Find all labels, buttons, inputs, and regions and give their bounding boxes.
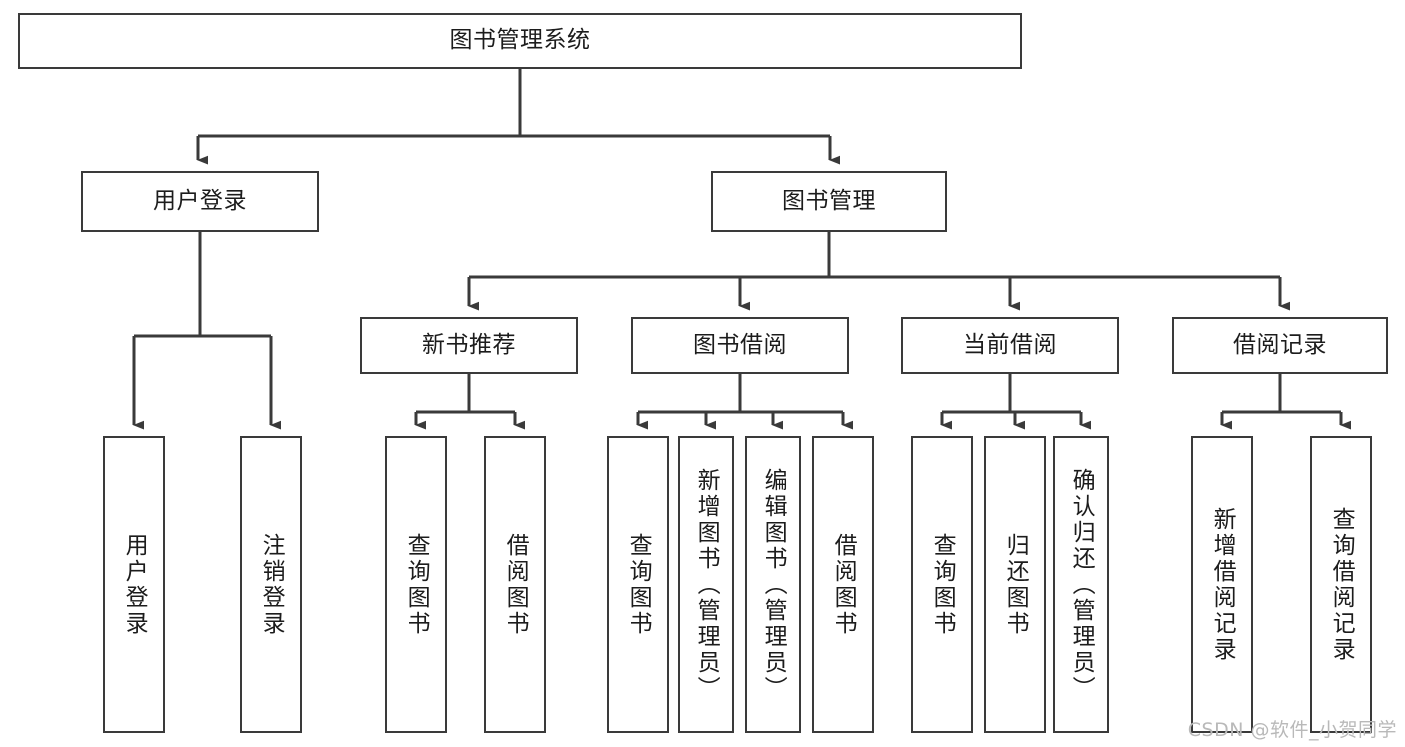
node-leaf-logout[interactable]: 注销登录 (240, 436, 302, 733)
edge-currentborrow-to-leaves (940, 374, 1091, 430)
node-label: 新书推荐 (422, 331, 516, 358)
node-label: 图书管理 (782, 187, 876, 214)
node-label: 查询图书 (403, 532, 430, 637)
node-label: 编辑图书（管理员） (760, 467, 787, 702)
node-leaf-query-borrow-record[interactable]: 查询借阅记录 (1310, 436, 1372, 733)
node-leaf-borrow-book-1[interactable]: 借阅图书 (484, 436, 546, 733)
node-leaf-edit-book-admin[interactable]: 编辑图书（管理员） (745, 436, 801, 733)
node-label: 注销登录 (258, 532, 285, 637)
node-label: 借阅图书 (830, 532, 857, 637)
node-label: 用户登录 (153, 187, 247, 214)
node-label: 确认归还（管理员） (1068, 467, 1095, 702)
node-label: 当前借阅 (963, 331, 1057, 358)
edge-newbookrec-to-leaves (414, 374, 525, 430)
edge-borrowrecord-to-leaves (1220, 374, 1351, 430)
node-borrow-record[interactable]: 借阅记录 (1172, 317, 1388, 374)
node-book-management[interactable]: 图书管理 (711, 171, 947, 232)
edge-root-to-level2 (196, 69, 840, 165)
node-leaf-return-book[interactable]: 归还图书 (984, 436, 1046, 733)
edge-bookmanage-to-level3 (467, 232, 1290, 311)
node-label: 查询借阅记录 (1328, 506, 1355, 663)
node-label: 查询图书 (625, 532, 652, 637)
node-current-borrow[interactable]: 当前借阅 (901, 317, 1119, 374)
node-leaf-add-book-admin[interactable]: 新增图书（管理员） (678, 436, 734, 733)
node-label: 查询图书 (929, 532, 956, 637)
node-label: 借阅记录 (1233, 331, 1327, 358)
node-book-management-system[interactable]: 图书管理系统 (18, 13, 1022, 69)
node-label: 用户登录 (121, 532, 148, 637)
node-user-login[interactable]: 用户登录 (81, 171, 319, 232)
node-leaf-user-login[interactable]: 用户登录 (103, 436, 165, 733)
node-label: 归还图书 (1002, 532, 1029, 637)
node-new-book-recommend[interactable]: 新书推荐 (360, 317, 578, 374)
node-label: 借阅图书 (502, 532, 529, 637)
node-leaf-query-book-2[interactable]: 查询图书 (607, 436, 669, 733)
node-leaf-query-book-1[interactable]: 查询图书 (385, 436, 447, 733)
node-label: 新增图书（管理员） (693, 467, 720, 702)
watermark-text: CSDN @软件_小贺同学 (1187, 719, 1397, 741)
node-label: 图书借阅 (693, 331, 787, 358)
edge-bookborrow-to-leaves (636, 374, 853, 430)
node-leaf-query-book-3[interactable]: 查询图书 (911, 436, 973, 733)
node-book-borrow[interactable]: 图书借阅 (631, 317, 849, 374)
node-leaf-borrow-book-2[interactable]: 借阅图书 (812, 436, 874, 733)
node-leaf-add-borrow-record[interactable]: 新增借阅记录 (1191, 436, 1253, 733)
node-leaf-confirm-return-admin[interactable]: 确认归还（管理员） (1053, 436, 1109, 733)
edge-userlogin-to-leaves (132, 232, 281, 430)
node-label: 新增借阅记录 (1209, 506, 1236, 663)
node-label: 图书管理系统 (449, 27, 591, 54)
